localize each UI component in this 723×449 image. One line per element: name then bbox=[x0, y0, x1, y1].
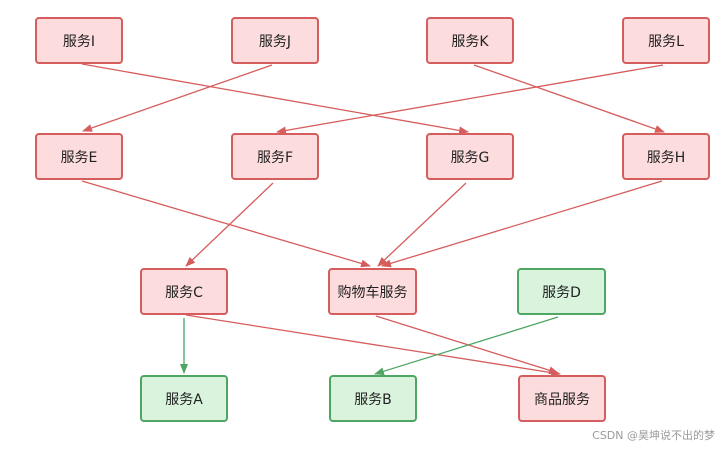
edge-d-b bbox=[374, 316, 559, 376]
edge-cart-product bbox=[375, 315, 559, 375]
edge-g-cart bbox=[377, 182, 467, 267]
node-service-d[interactable]: 服务D bbox=[517, 268, 606, 315]
edge-j-e bbox=[82, 64, 273, 132]
node-service-i[interactable]: 服务I bbox=[35, 17, 123, 64]
node-service-j[interactable]: 服务J bbox=[231, 17, 319, 64]
edge-e-cart bbox=[81, 180, 371, 268]
node-service-k[interactable]: 服务K bbox=[426, 17, 514, 64]
watermark-text: CSDN @昊坤说不出的梦 bbox=[592, 429, 715, 442]
node-service-g[interactable]: 服务G bbox=[426, 133, 514, 180]
edge-c-product bbox=[185, 314, 561, 377]
edge-h-cart bbox=[381, 180, 663, 268]
node-service-b[interactable]: 服务B bbox=[329, 375, 417, 422]
edge-l-f bbox=[276, 64, 664, 135]
edge-i-g bbox=[81, 63, 469, 135]
node-service-f[interactable]: 服务F bbox=[231, 133, 319, 180]
node-product-service[interactable]: 商品服务 bbox=[518, 375, 606, 422]
node-cart-service[interactable]: 购物车服务 bbox=[328, 268, 417, 315]
node-service-a[interactable]: 服务A bbox=[140, 375, 228, 422]
node-service-c[interactable]: 服务C bbox=[140, 268, 228, 315]
node-service-l[interactable]: 服务L bbox=[622, 17, 710, 64]
node-service-h[interactable]: 服务H bbox=[622, 133, 710, 180]
node-service-e[interactable]: 服务E bbox=[35, 133, 123, 180]
edge-f-c bbox=[185, 182, 274, 267]
edge-k-h bbox=[473, 64, 665, 133]
